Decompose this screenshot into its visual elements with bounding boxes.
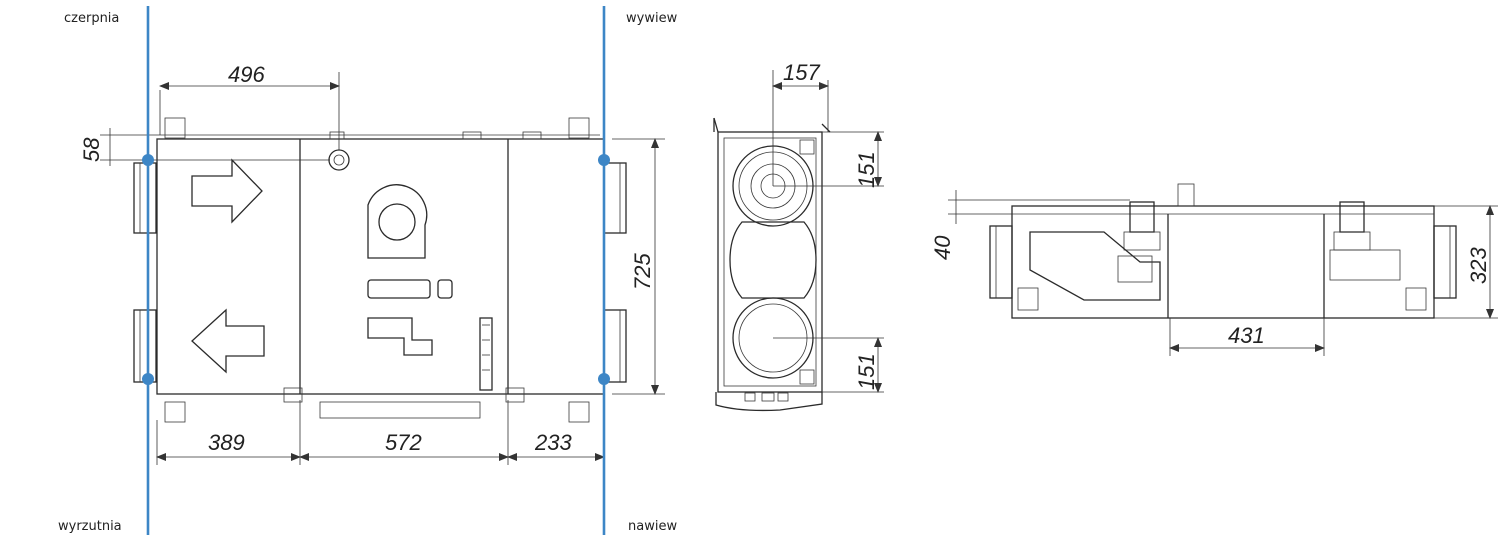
label-czerpnia: czerpnia [64, 11, 119, 26]
dim-left-offset: 58 [79, 137, 104, 162]
duct-markers [142, 6, 610, 535]
side-view: 157 151 151 [713, 60, 884, 412]
duct-dot-wyrzutnia [142, 373, 154, 385]
dim-front-offset: 40 [930, 235, 955, 260]
front-view: 40 323 431 [930, 183, 1498, 356]
dim-front-width: 431 [1228, 323, 1265, 348]
label-wywiew: wywiew [626, 11, 678, 26]
dim-side-duct2: 151 [854, 353, 879, 390]
duct-dot-czerpnia [142, 154, 154, 166]
dim-seg1: 389 [208, 430, 245, 455]
label-wyrzutnia: wyrzutnia [58, 519, 122, 534]
duct-dot-nawiew [598, 373, 610, 385]
label-nawiew: nawiew [628, 519, 677, 534]
dim-side-top: 157 [783, 60, 820, 85]
dim-top-width: 496 [228, 62, 265, 87]
duct-dot-wywiew [598, 154, 610, 166]
dim-seg3: 233 [534, 430, 572, 455]
dim-front-height: 323 [1466, 247, 1491, 284]
top-view: 496 58 725 389 572 233 [79, 62, 665, 465]
dim-height: 725 [630, 253, 655, 290]
dim-side-duct1: 151 [854, 151, 879, 188]
dim-seg2: 572 [385, 430, 422, 455]
